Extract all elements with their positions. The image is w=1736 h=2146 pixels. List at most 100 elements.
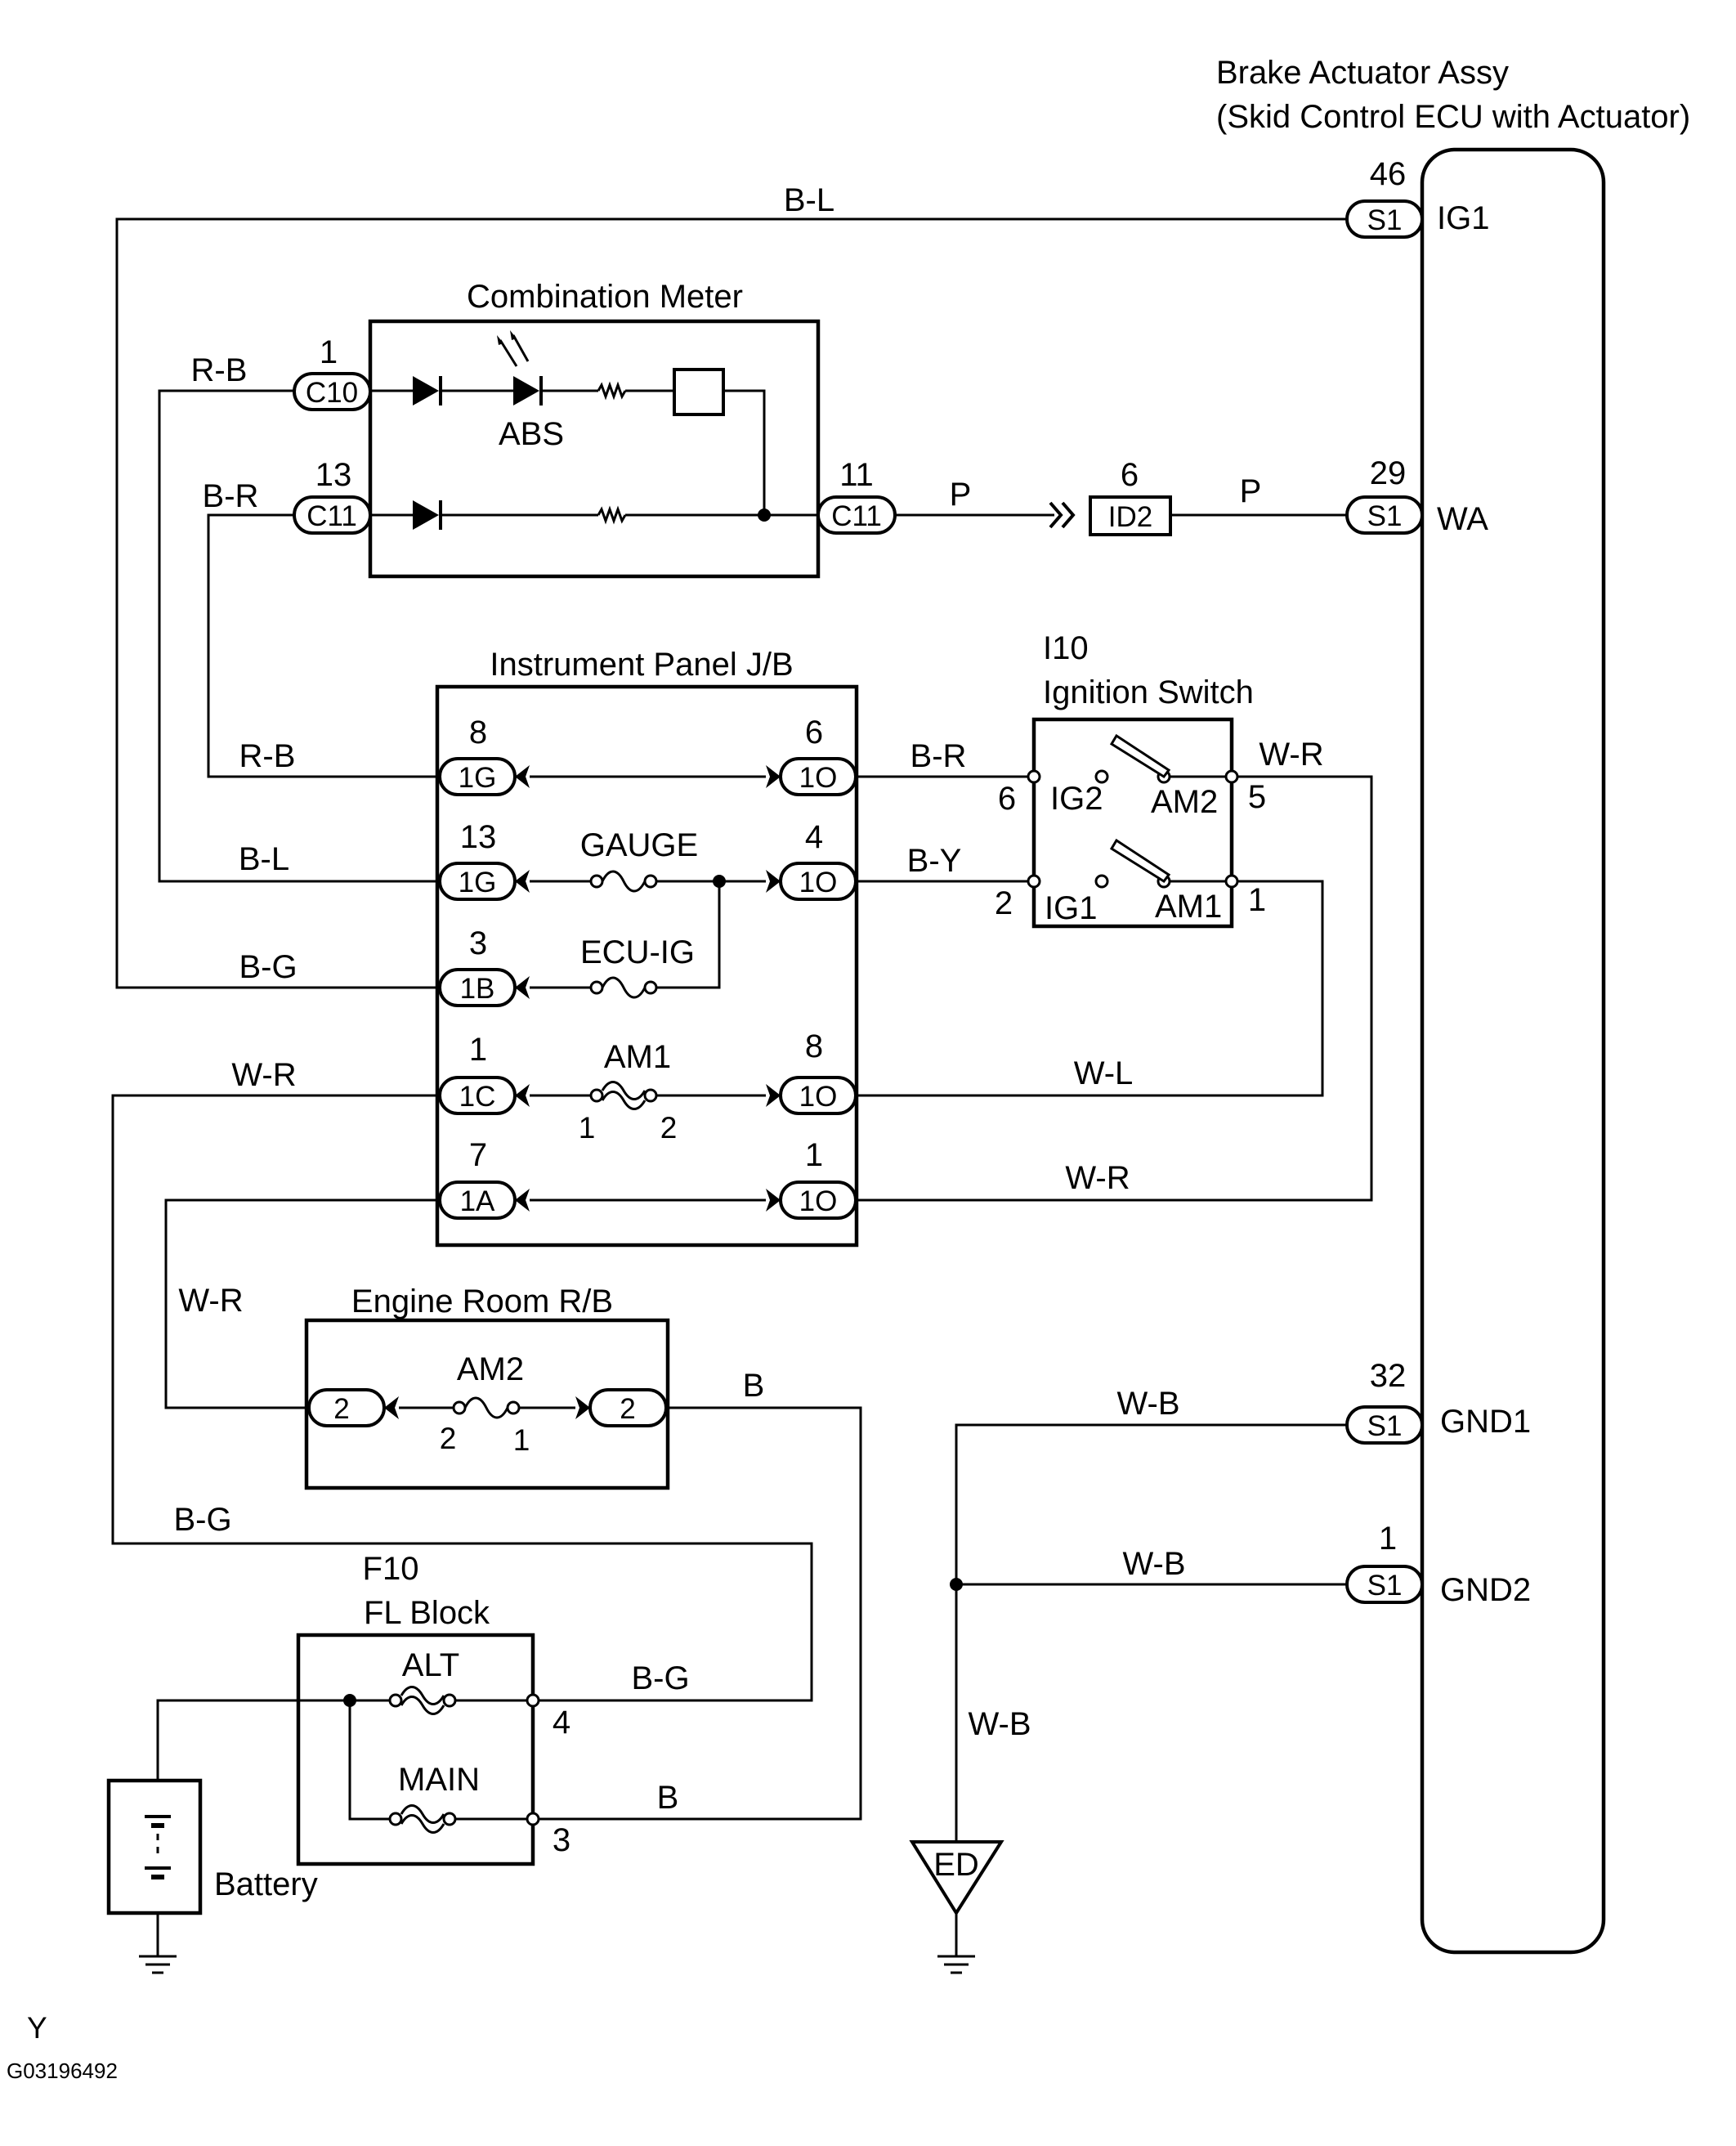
footer-letter: Y [27,2011,47,2045]
fl-block-body [296,1633,535,1866]
jb-connector-label: 1O [799,1185,838,1217]
meter-connector-label: C10 [306,377,358,409]
fuse-pin-number: 1 [579,1111,596,1145]
jb-connector-label: 1G [459,762,497,794]
meter-connector-label: C11 [306,500,357,532]
rb-fuse-label: AM2 [457,1351,524,1387]
fuse-label-ecu-ig: ECU-IG [580,934,695,970]
wire-color-label: R-B [239,738,296,774]
fusible-link-icon [601,1081,647,1110]
diode-icon [413,500,439,530]
wire-color-label: W-L [1074,1055,1134,1091]
battery-label: Battery [214,1866,318,1902]
rb-connector-label: 2 [620,1393,635,1425]
wire-battery [156,1699,350,1781]
fuse-icon [601,976,647,999]
jb-pin-number: 1 [805,1137,823,1173]
ground-point-label: ED [933,1847,979,1883]
fuse-icon [463,1396,509,1419]
ignition-switch-title: Ignition Switch [1043,674,1254,710]
wire-br-meter [207,513,440,778]
fuse-label-am1: AM1 [604,1039,671,1075]
wire-wr-switch [857,775,1373,1202]
fl-pin-number: 3 [553,1822,570,1858]
connector-chevron-icon [1049,501,1076,529]
instrument-panel-jb: Instrument Panel J/B 8 1G 13 1G 3 1B 1 1… [435,647,859,1248]
connector-chevron-icon [515,765,781,1212]
wire-color-label: B [743,1368,765,1404]
ground-icon [937,1955,975,1974]
jb-pin-number: 7 [469,1137,487,1173]
engine-room-rb-title: Engine Room R/B [351,1284,613,1319]
wires [111,217,1373,1956]
ignition-switch: I10 Ignition Switch IG2 AM2 IG1 AM1 6 5 … [995,630,1266,929]
jb-pin-number: 8 [469,715,487,750]
ignition-contact-label: AM2 [1151,784,1218,820]
ground-point-triangle-icon [909,1840,1004,1916]
fusible-link-icon [400,1804,445,1834]
jb-left-pins: 8 1G 13 1G 3 1B 1 1C 7 1A [438,715,517,1220]
ecu-pin-name: WA [1437,501,1488,537]
jb-connector-label: 1B [460,973,495,1005]
ignition-pin-number: 6 [998,781,1016,817]
ecu-connector-label: S1 [1367,204,1403,236]
ecu-connector-label: S1 [1367,1410,1403,1442]
wire-color-label: P [950,477,972,513]
wire-rb-meter [158,389,440,883]
battery: Battery [106,1778,318,1974]
wire-color-label: B-L [239,841,289,877]
jb-body [435,684,859,1248]
ecu-pin-number: 46 [1370,156,1407,192]
junction-dot [758,508,771,522]
wire-wb-gnd1 [955,1423,1347,1842]
jb-pin-number: 1 [469,1032,487,1068]
engine-room-rb-body [304,1318,670,1490]
jb-pin-number: 3 [469,925,487,961]
ignition-pin-number: 2 [995,885,1013,921]
ground-icon [139,1955,177,1974]
ignition-switch-body [1031,717,1234,929]
connector-chevron-icon [575,1396,590,1419]
fl-block-code: F10 [363,1551,419,1587]
wire-color-label: W-R [231,1057,296,1093]
light-emission-icon [499,334,530,367]
jb-connector-label: 1O [799,762,838,794]
junction-connector-label: ID2 [1108,501,1152,533]
wire-color-label: B-R [911,738,967,774]
ecu-title-line1: Brake Actuator Assy [1216,55,1509,91]
junction-connector-pin: 6 [1121,457,1139,493]
ecu-pin-number: 29 [1370,455,1407,491]
wire-color-label: B [657,1780,679,1816]
meter-pin-number: 1 [320,334,338,370]
wire-b-rb [533,1406,862,1821]
meter-pin-number: 13 [315,457,352,493]
ground-point-ed: ED [909,1578,1004,1974]
ignition-pin-number: 5 [1248,779,1266,815]
jb-title: Instrument Panel J/B [490,647,793,683]
jb-connector-label: 1C [459,1081,496,1113]
ecu-connector-label: S1 [1367,1570,1403,1602]
jb-connector-label: 1A [460,1185,495,1217]
ecu-body [1420,147,1606,1955]
fl-block: F10 FL Block ALT MAIN 4 3 [296,1551,570,1866]
ecu-pin-number: 1 [1379,1521,1397,1557]
wire-color-label: W-R [178,1283,243,1319]
wire-color-label: B-Y [907,843,962,879]
wire-color-label: W-B [968,1706,1031,1742]
resistor-icon [597,505,627,525]
ecu-title-line2: (Skid Control ECU with Actuator) [1216,99,1690,135]
abs-label: ABS [499,416,564,452]
jb-connector-label: 1O [799,1081,838,1113]
fl-fuse-label-alt: ALT [402,1647,459,1683]
rb-connector-label: 2 [333,1393,349,1425]
meter-pin-number: 11 [839,457,874,493]
wire-color-label: W-B [1122,1546,1185,1582]
wire-color-label: B-R [203,478,259,514]
jb-pin-number: 6 [805,715,823,750]
switch-lever-icon [1109,733,1171,779]
ignition-pin-number: 1 [1248,882,1266,918]
wire-color-label: R-B [191,352,248,388]
meter-block-icon [673,368,725,416]
brake-actuator-ecu: Brake Actuator Assy (Skid Control ECU wi… [1216,55,1690,1955]
